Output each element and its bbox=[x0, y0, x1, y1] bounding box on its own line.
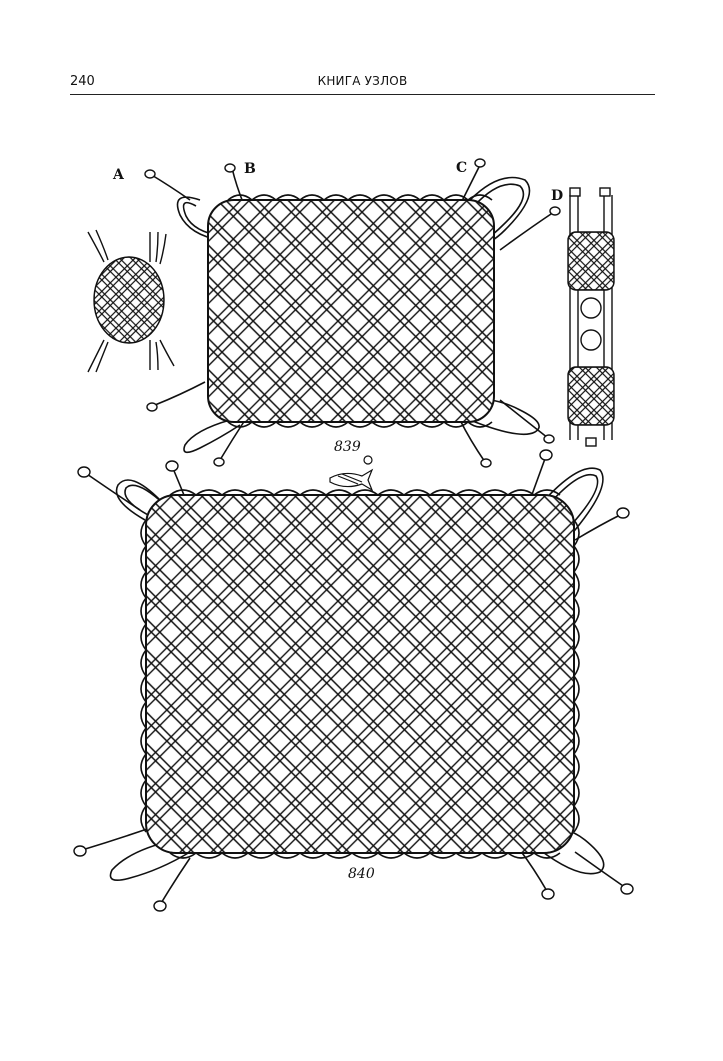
label-b: B bbox=[244, 161, 256, 177]
knot-mat-840 bbox=[81, 455, 627, 906]
small-knot-sample bbox=[87, 229, 175, 373]
knot-mat-839 bbox=[149, 164, 555, 463]
label-a: A bbox=[112, 167, 125, 183]
page-number: 240 bbox=[70, 74, 95, 89]
label-c: C bbox=[456, 160, 467, 176]
fish-decoration-icon bbox=[329, 455, 374, 492]
rope-end-icon bbox=[144, 158, 561, 468]
rope-end-icon bbox=[73, 449, 634, 912]
running-title: КНИГА УЗЛОВ bbox=[317, 74, 408, 88]
figure-number-840: 840 bbox=[348, 866, 375, 882]
header-divider bbox=[70, 94, 655, 95]
label-d: D bbox=[551, 188, 563, 204]
knot-column-d bbox=[567, 187, 615, 447]
page-header: 240 КНИГА УЗЛОВ bbox=[70, 74, 655, 94]
figure-number-839: 839 bbox=[334, 439, 361, 455]
